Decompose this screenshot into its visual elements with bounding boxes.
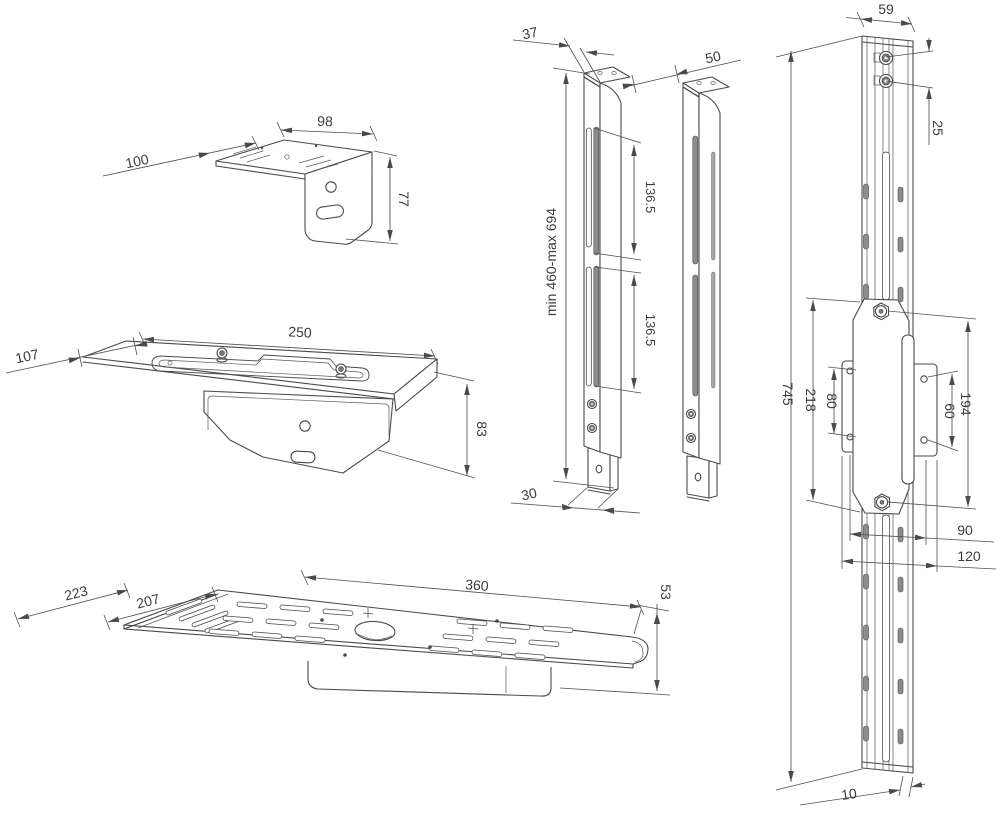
dim-shelf-width: 360 (465, 576, 490, 594)
dim-shelf-height: 53 (658, 584, 674, 600)
dim-rail-left-holes: 80 (824, 393, 840, 409)
dim-shelf-inner-depth: 207 (135, 590, 162, 611)
column-screws (586, 398, 598, 434)
dim-column-lower-slot: 136.5 (643, 314, 658, 347)
dim-rail-screw-spacing: 25 (930, 120, 946, 136)
column-screws (685, 408, 697, 444)
dim-support-bracket-height: 83 (474, 421, 490, 437)
thumb-screw (335, 363, 347, 379)
dim-rail-width: 59 (878, 1, 894, 17)
dim-column-front-width: 37 (521, 24, 540, 43)
plate-slots (232, 146, 339, 172)
dim-column-foot-width: 30 (520, 484, 539, 503)
part-columns: 37 50 min 460-max 694 136.5 136.5 30 (510, 24, 742, 514)
part-shelf: 360 223 207 53 (13, 569, 674, 697)
dim-support-bracket-depth: 107 (14, 346, 40, 367)
dim-rail-height: 745 (780, 382, 796, 406)
part-rail: 59 25 745 218 80 60 194 90 (775, 1, 997, 806)
dim-top-bracket-depth: 100 (124, 151, 150, 172)
hex-bolt (874, 493, 891, 512)
dim-rail-bolt-spacing: 194 (958, 392, 974, 416)
dim-rail-bracket-span: 120 (957, 548, 981, 564)
shelf-center-hole (354, 620, 396, 642)
part-top-bracket: 98 100 77 (102, 113, 412, 245)
dim-column-side-width: 50 (704, 48, 723, 67)
dim-rail-hole-span: 90 (957, 522, 973, 538)
dim-rail-right-holes: 60 (942, 403, 958, 419)
shelf-vent-slots (208, 601, 574, 660)
dim-top-bracket-height: 77 (396, 191, 412, 207)
dim-top-bracket-width: 98 (317, 113, 333, 130)
vesa-plate (852, 298, 910, 515)
rail-slots (863, 183, 904, 745)
dim-shelf-depth: 223 (63, 582, 90, 603)
hex-bolt (873, 302, 890, 321)
dim-rail-depth: 10 (840, 785, 858, 803)
dim-support-bracket-width: 250 (288, 323, 312, 340)
dim-column-upper-slot: 136.5 (643, 181, 658, 214)
part-support-bracket: 250 107 83 (5, 323, 490, 479)
dim-rail-bracket-height: 218 (803, 388, 819, 412)
dim-column-height-range: min 460-max 694 (543, 208, 559, 316)
